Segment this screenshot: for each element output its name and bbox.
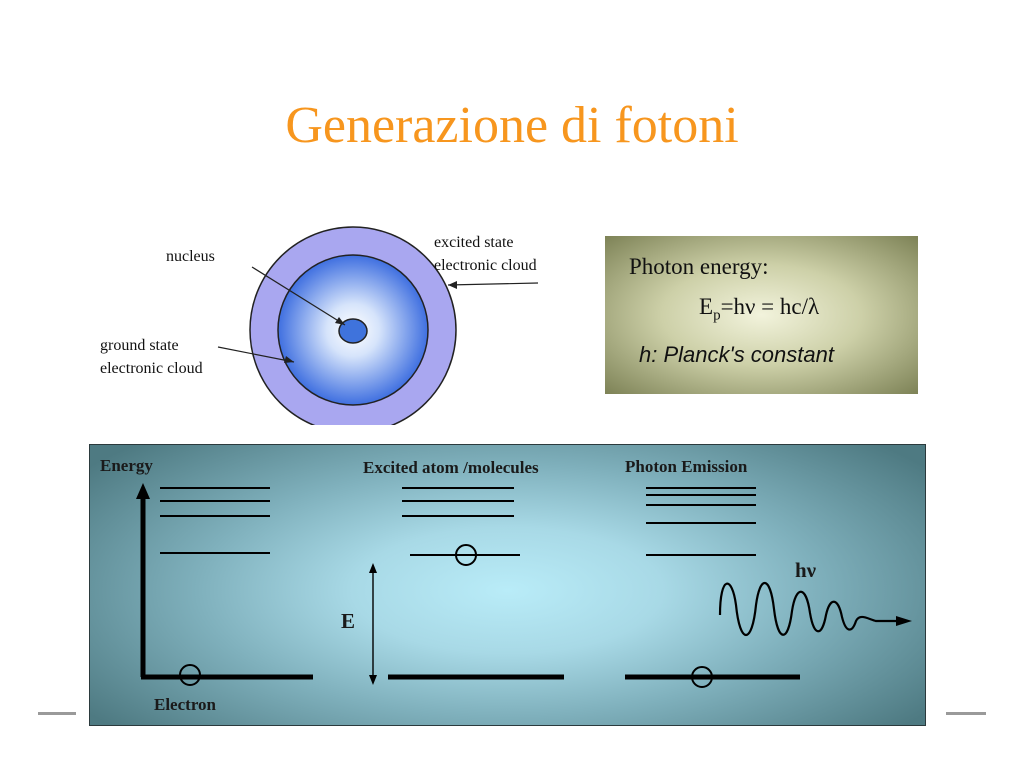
ground-state-label-2: electronic cloud (100, 360, 203, 377)
footer-line-left (38, 712, 76, 715)
energy-level-panel: Energy Excited atom /molecules Photon Em… (89, 444, 926, 726)
electron-ground (179, 664, 201, 686)
energy-axis-arrowhead (136, 483, 150, 499)
ground-state-label-1: ground state (100, 337, 179, 354)
excited-atom-label: Excited atom /molecules (363, 458, 539, 477)
photon-emission-label: Photon Emission (625, 457, 748, 476)
equation-rhs: =hν = hc/λ (720, 294, 820, 319)
excited-state-pointer (447, 282, 539, 286)
planck-constant-note: h: Planck's constant (639, 342, 834, 367)
nucleus (338, 318, 368, 344)
footer-line-right (946, 712, 986, 715)
excited-state-label-1: excited state (434, 234, 514, 251)
nucleus-pointer (251, 266, 346, 326)
excited-state-label-2: electronic cloud (434, 257, 537, 274)
energy-level-diagram: Energy Excited atom /molecules Photon Em… (100, 456, 912, 714)
photon-energy-title: Photon energy: (629, 254, 769, 279)
equation-lhs: E (699, 294, 714, 319)
photon-wave (718, 582, 898, 637)
photon-energy-box: Photon energy: Ep=hν = hc/λ h: Planck's … (605, 236, 918, 394)
electron-excited (455, 544, 477, 566)
energy-gap-arrowhead-top (369, 563, 377, 573)
electron-label: Electron (154, 695, 217, 714)
atom-diagram: nucleus excited state electronic cloud g… (100, 226, 539, 425)
energy-axis-label: Energy (100, 456, 153, 475)
nucleus-pointer-arrowhead (335, 317, 345, 325)
energy-gap-arrowhead-bottom (369, 675, 377, 685)
photon-energy-equation: Ep=hν = hc/λ (699, 294, 819, 325)
electron-emission (691, 666, 713, 688)
equation-subscript: p (713, 307, 721, 324)
ground-state-pointer (217, 346, 295, 363)
energy-gap-label: E (341, 609, 355, 633)
photon-wave-arrowhead (896, 616, 912, 626)
nucleus-label: nucleus (166, 248, 215, 265)
slide-title: Generazione di fotoni (285, 97, 739, 154)
excited-state-pointer-arrowhead (448, 281, 457, 289)
photon-hv-label: hν (795, 558, 817, 582)
ground-state-pointer-arrowhead (284, 356, 294, 363)
